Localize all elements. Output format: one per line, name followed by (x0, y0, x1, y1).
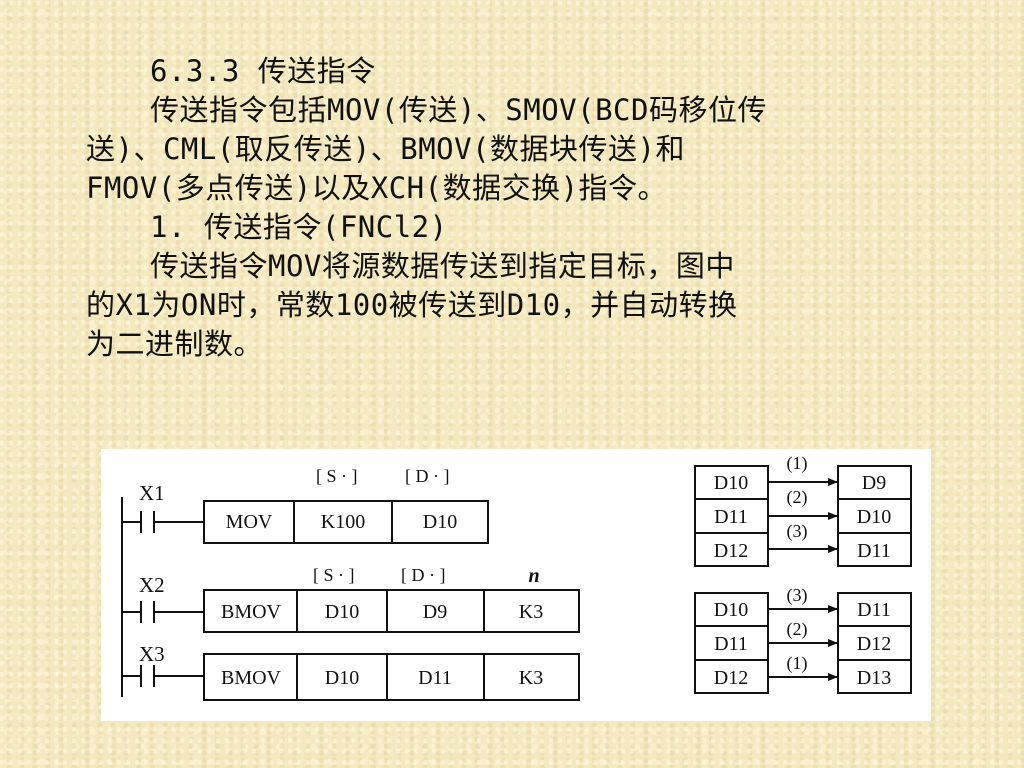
target-register: D12 (857, 633, 891, 655)
transfer-diagram-1: D10 D11 D12 D9 D10 D11 (1) (2) (3) (694, 453, 912, 567)
operand-d: D9 (423, 601, 447, 623)
operand-s: D10 (325, 667, 359, 689)
operand-header-n: n (528, 565, 539, 587)
operand-header-d: [ D · ] (405, 466, 449, 486)
source-register-block (694, 592, 769, 694)
transfer-order-label: (1) (787, 453, 808, 474)
operand-n: K3 (519, 667, 543, 689)
rung-1: X1 [ S · ] [ D · ] MOV K100 D10 (122, 466, 489, 544)
source-register: D12 (714, 667, 748, 689)
intro-line-1: 传送指令包括MOV(传送)、SMOV(BCD码移位传 (150, 93, 767, 127)
body-line-2: 的X1为ON时，常数100被传送到D10，并自动转换 (86, 288, 738, 322)
source-register: D11 (714, 506, 748, 528)
transfer-order-label: (3) (787, 585, 808, 606)
source-register: D11 (714, 633, 748, 655)
body-line-1: 传送指令MOV将源数据传送到指定目标，图中 (150, 249, 735, 283)
target-register: D9 (862, 472, 886, 494)
transfer-order-label: (3) (787, 521, 808, 542)
operand-box-d (386, 653, 485, 701)
text-content: 6.3.3 传送指令 传送指令包括MOV(传送)、SMOV(BCD码移位传 送)… (86, 52, 936, 364)
transfer-diagram-2: D10 D11 D12 D11 D12 D13 (3) (2) (1) (694, 585, 912, 694)
operand-n: K3 (519, 601, 543, 623)
operand-box-n (483, 589, 580, 633)
operand-s: K100 (321, 511, 365, 533)
intro-line-3: FMOV(多点传送)以及XCH(数据交换)指令。 (86, 171, 668, 205)
mov-bmov-figure: X1 [ S · ] [ D · ] MOV K100 D10 X2 (101, 449, 931, 721)
source-register: D10 (714, 472, 748, 494)
target-register: D10 (857, 506, 891, 528)
instruction-label: BMOV (221, 667, 282, 689)
target-register-block (837, 592, 912, 694)
rung-2: X2 [ S · ] [ D · ] n BMOV D10 D9 K3 (122, 565, 580, 633)
transfer-order-label: (2) (787, 487, 808, 508)
operand-d: D11 (418, 667, 452, 689)
source-register: D10 (714, 599, 748, 621)
rung-3: X3 BMOV D10 D11 K3 (122, 642, 580, 701)
instruction-label: MOV (226, 511, 273, 533)
operand-header-d: [ D · ] (401, 565, 445, 585)
operand-box-d (391, 500, 489, 544)
target-register-block (837, 465, 912, 567)
operand-header-s: [ S · ] (316, 466, 358, 486)
operand-box-n (483, 653, 580, 701)
ladder-diagram: X1 [ S · ] [ D · ] MOV K100 D10 X2 (121, 466, 580, 701)
operand-d: D10 (423, 511, 457, 533)
target-register: D11 (857, 540, 891, 562)
body-line-3: 为二进制数。 (86, 327, 264, 361)
operand-box-s (296, 653, 388, 701)
target-register: D11 (857, 599, 891, 621)
subheading: 1. 传送指令(FNCl2) (150, 210, 448, 244)
contact-label-x1: X1 (139, 481, 165, 505)
operand-box-d (386, 589, 485, 633)
contact-label-x2: X2 (139, 573, 165, 597)
transfer-order-label: (2) (787, 619, 808, 640)
intro-line-2: 送)、CML(取反传送)、BMOV(数据块传送)和 (86, 132, 686, 166)
source-register: D12 (714, 540, 748, 562)
instruction-box (203, 589, 298, 633)
contact-label-x3: X3 (139, 642, 165, 666)
operand-s: D10 (325, 601, 359, 623)
operand-box-s (296, 589, 388, 633)
operand-header-s: [ S · ] (313, 565, 355, 585)
section-heading: 6.3.3 传送指令 (150, 54, 376, 88)
target-register: D13 (857, 667, 891, 689)
instruction-label: BMOV (221, 601, 282, 623)
figure-svg: X1 [ S · ] [ D · ] MOV K100 D10 X2 (121, 453, 912, 701)
transfer-order-label: (1) (787, 653, 808, 674)
